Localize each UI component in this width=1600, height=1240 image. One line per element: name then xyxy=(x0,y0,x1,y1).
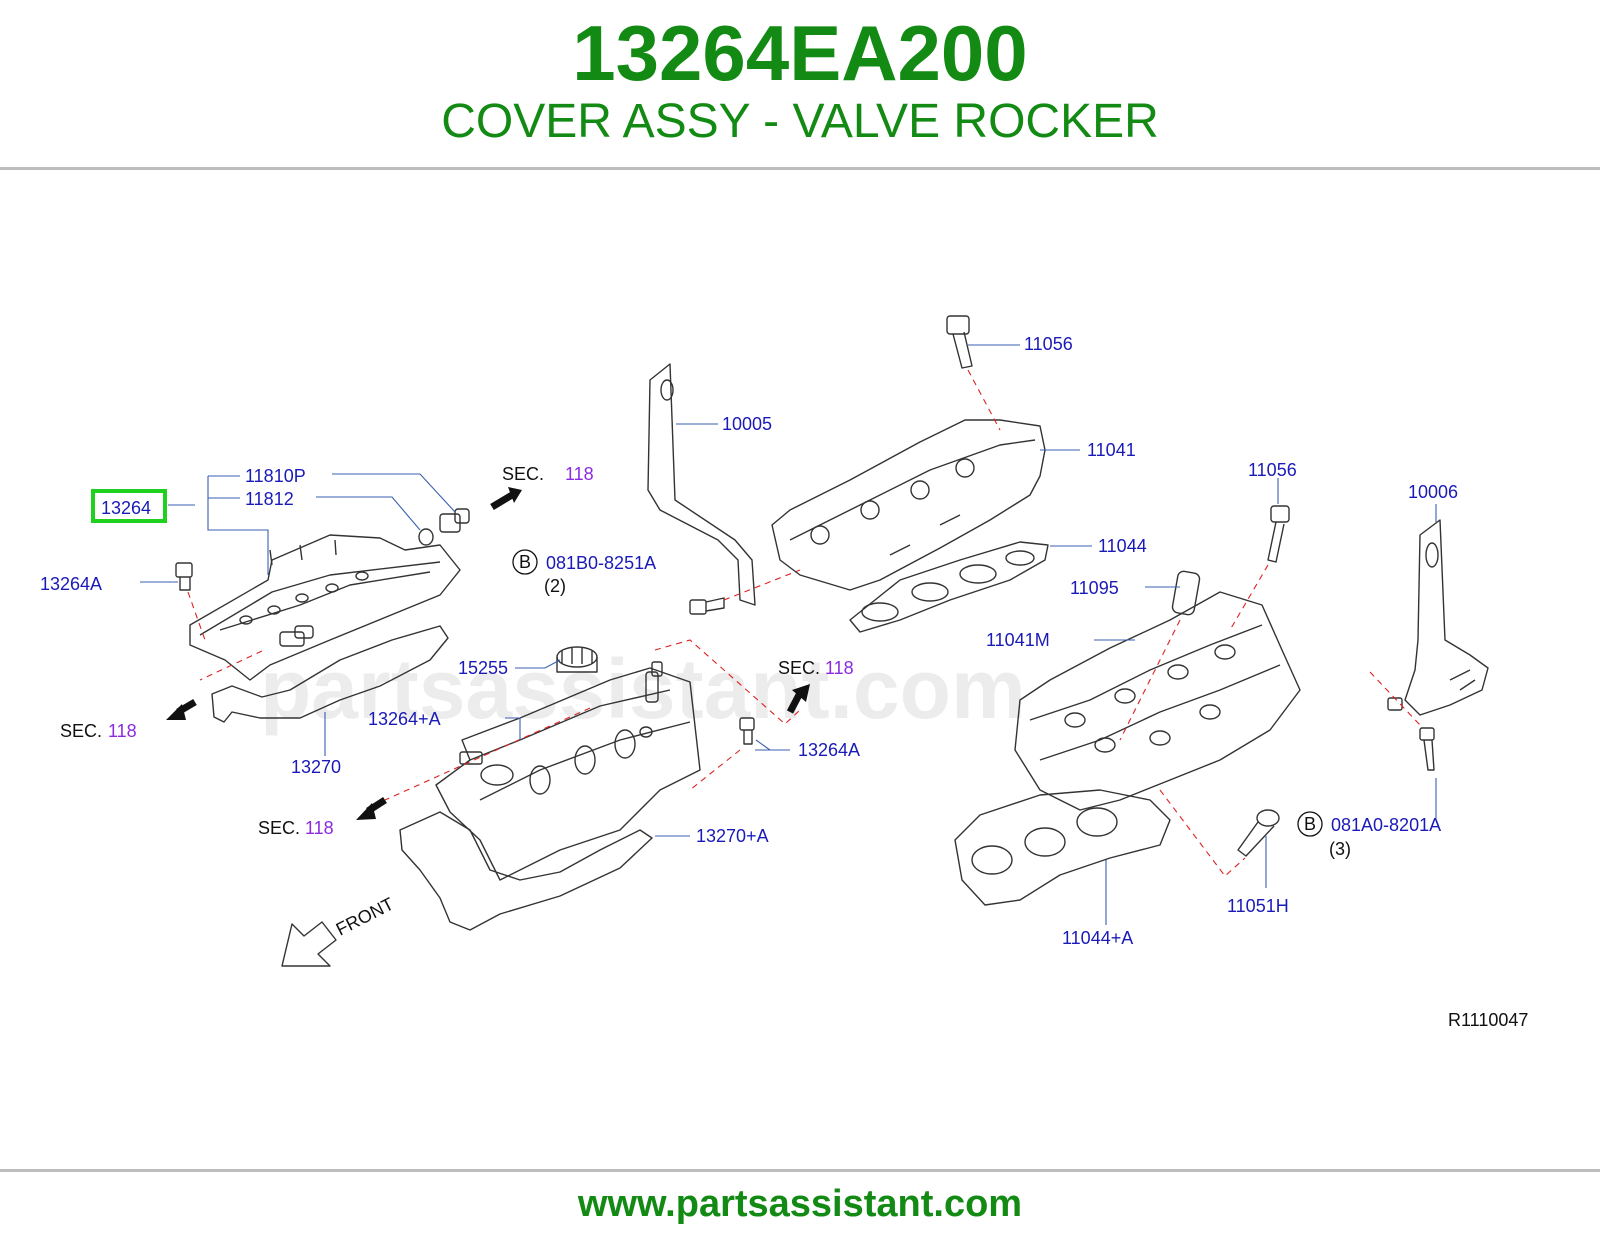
oil-cap-15255[interactable] xyxy=(556,646,598,673)
label-bolt-081a0-qty: (3) xyxy=(1329,839,1351,859)
grommet-11812[interactable] xyxy=(418,528,434,546)
b-mark-1-letter: B xyxy=(519,552,531,572)
b-mark-2 xyxy=(1297,811,1323,837)
label-11095[interactable]: 11095 xyxy=(1070,578,1119,598)
sec-arrow-3 xyxy=(356,797,387,820)
head-gasket-11044pa[interactable] xyxy=(954,789,1171,906)
rocker-cover-right[interactable] xyxy=(435,667,701,881)
sec-arrow-4 xyxy=(786,684,810,714)
bolt-13264a-mid[interactable] xyxy=(739,717,755,745)
gasket-13270pa[interactable] xyxy=(399,811,653,931)
b-mark-1 xyxy=(512,549,538,575)
bolt-11056-right[interactable] xyxy=(1267,505,1290,563)
bolt-11056-top[interactable] xyxy=(946,315,973,369)
plug-11051h[interactable] xyxy=(1237,809,1280,857)
engine-bracket-10005[interactable] xyxy=(647,363,756,606)
label-11041[interactable]: 11041 xyxy=(1087,440,1136,460)
footer-divider xyxy=(0,1169,1600,1172)
highlight-box xyxy=(91,489,167,523)
cylinder-head-11041[interactable] xyxy=(771,419,1046,591)
label-bolt-081a0[interactable]: 081A0-8201A xyxy=(1331,815,1441,835)
engine-bracket-10006[interactable] xyxy=(1404,519,1489,716)
label-11056-top[interactable]: 11056 xyxy=(1024,334,1073,354)
sec-ref-2-prefix: SEC. xyxy=(60,721,102,741)
part-description: COVER ASSY - VALVE ROCKER xyxy=(441,95,1159,148)
bolt-081b0[interactable] xyxy=(689,597,725,615)
head-gasket-11044[interactable] xyxy=(849,541,1049,633)
sec-ref-3-num[interactable]: 118 xyxy=(305,818,334,838)
label-11044pa[interactable]: 11044+A xyxy=(1062,928,1133,948)
gasket-13270[interactable] xyxy=(211,625,449,723)
rocker-cover-left[interactable] xyxy=(189,534,461,681)
diagram-ref-code: R1110047 xyxy=(1448,1010,1528,1030)
label-13264pa[interactable]: 13264+A xyxy=(368,709,441,729)
label-bolt-081b0-qty: (2) xyxy=(544,576,566,596)
cylinder-head-11041m[interactable] xyxy=(1014,591,1301,811)
header-divider xyxy=(0,167,1600,170)
pcv-valve-11810p[interactable] xyxy=(439,508,470,533)
front-label: FRONT xyxy=(333,894,397,940)
label-15255[interactable]: 15255 xyxy=(458,658,508,678)
label-13264a-left[interactable]: 13264A xyxy=(40,574,102,594)
b-mark-2-letter: B xyxy=(1304,814,1316,834)
watermark-text: partsassistant.com xyxy=(260,642,1026,736)
label-bolt-081b0[interactable]: 081B0-8251A xyxy=(546,553,656,573)
label-13264a-mid[interactable]: 13264A xyxy=(798,740,860,760)
dowel-pin-11095[interactable] xyxy=(1171,570,1201,616)
sec-ref-3-prefix: SEC. xyxy=(258,818,300,838)
front-direction-arrow xyxy=(281,921,337,967)
sec-ref-1-prefix: SEC. xyxy=(502,464,544,484)
breather-tube[interactable] xyxy=(645,661,663,703)
sec-arrow-2 xyxy=(166,698,197,720)
label-11810p[interactable]: 11810P xyxy=(245,466,306,486)
footer-url-link[interactable]: www.partsassistant.com xyxy=(577,1183,1023,1225)
label-10005[interactable]: 10005 xyxy=(722,414,772,434)
label-11812[interactable]: 11812 xyxy=(245,489,294,509)
label-11056-right[interactable]: 11056 xyxy=(1248,460,1297,480)
label-13270pa[interactable]: 13270+A xyxy=(696,826,769,846)
sec-ref-4-prefix: SEC. xyxy=(778,658,820,678)
sec-ref-1-num[interactable]: 118 xyxy=(565,464,594,484)
label-13270[interactable]: 13270 xyxy=(291,757,341,777)
bolt-13264a-left[interactable] xyxy=(175,562,193,591)
label-11051h[interactable]: 11051H xyxy=(1227,896,1289,916)
label-11044[interactable]: 11044 xyxy=(1098,536,1147,556)
bolt-081a0[interactable] xyxy=(1387,697,1435,771)
label-11041m[interactable]: 11041M xyxy=(986,630,1050,650)
sec-ref-4-num[interactable]: 118 xyxy=(825,658,854,678)
label-13264[interactable]: 13264 xyxy=(101,498,151,518)
part-number-title: 13264EA200 xyxy=(572,9,1028,97)
sec-ref-2-num[interactable]: 118 xyxy=(108,721,137,741)
label-10006[interactable]: 10006 xyxy=(1408,482,1458,502)
sec-arrow-1 xyxy=(490,487,522,511)
